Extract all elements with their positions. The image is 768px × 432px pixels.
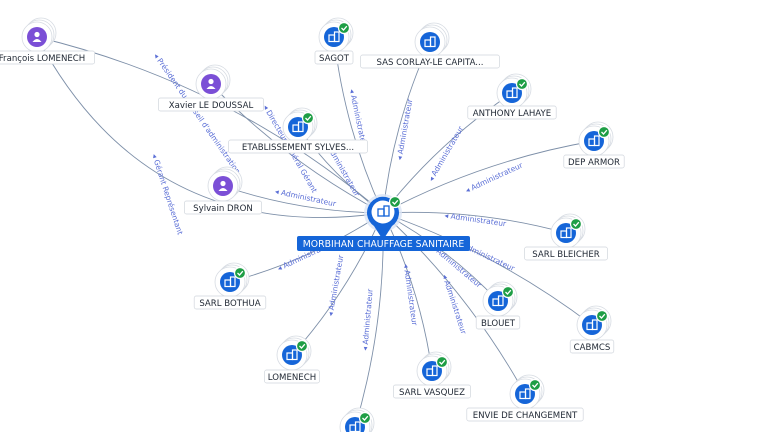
edge-label: ◂ Administrateur: [444, 211, 508, 229]
building-icon: [377, 205, 390, 217]
building-icon: [586, 319, 598, 331]
company-node[interactable]: ETABLISSEMENT SYLVES...: [228, 107, 368, 154]
company-node[interactable]: ENVIE DE CHANGEMENT: [466, 374, 584, 422]
center-node-label: MORBIHAN CHAUFFAGE SANITAIRE: [303, 239, 465, 250]
person-icon: [218, 180, 228, 191]
company-node[interactable]: DEP ARMOR: [563, 121, 625, 169]
relationship-edge: [382, 212, 433, 372]
building-icon: [292, 121, 304, 133]
node-label: ENVIE DE CHANGEMENT: [473, 411, 578, 421]
verified-check-icon: [295, 339, 309, 353]
node-label: SAS CORLAY-LE CAPITA...: [377, 58, 484, 68]
company-node[interactable]: SAS CORLAY-LE CAPITA...: [360, 22, 500, 69]
building-icon: [286, 349, 298, 361]
person-icon: [32, 31, 42, 42]
verified-check-icon: [515, 77, 529, 91]
person-node[interactable]: Xavier LE DOUSSAL: [158, 64, 264, 112]
company-node[interactable]: BLOUET: [475, 281, 521, 330]
relationship-edge: [36, 36, 384, 218]
building-icon: [506, 87, 518, 99]
node-label: BLOUET: [481, 319, 516, 329]
person-node[interactable]: François LOMENECH: [0, 17, 95, 65]
building-icon: [560, 227, 572, 239]
node-label: ETABLISSEMENT SYLVES...: [242, 143, 354, 153]
verified-check-icon: [597, 125, 611, 139]
person-icon: [206, 78, 216, 89]
node-label: François LOMENECH: [0, 54, 85, 64]
verified-check-icon: [337, 21, 351, 35]
company-node[interactable]: [339, 407, 375, 432]
company-node[interactable]: CABMCS: [569, 305, 615, 354]
node-label: CABMCS: [574, 343, 611, 353]
verified-check-icon: [501, 285, 515, 299]
edge-label: ◂ Administrateur: [402, 263, 420, 327]
company-node[interactable]: SARL VASQUEZ: [393, 351, 471, 399]
building-icon: [424, 36, 436, 48]
edge-label: ◂ Administrateur: [326, 253, 346, 317]
edge-label: ◂ Administrateur: [441, 273, 469, 336]
relationship-edge: [382, 212, 593, 326]
edge-label: ◂ Administrateur: [360, 288, 374, 352]
relationship-edge: [382, 211, 567, 234]
edge-label: ◂ Gérant Représentant: [150, 153, 185, 236]
node-label: SARL VASQUEZ: [399, 388, 465, 398]
verified-check-icon: [595, 309, 609, 323]
building-icon: [492, 295, 504, 307]
edge-label: ◂ Administrateur: [395, 97, 415, 161]
edge-label: ◂ Administrateur: [274, 187, 337, 209]
node-label: SARL BLEICHER: [532, 250, 600, 260]
node-label: SARL BOTHUA: [199, 299, 260, 309]
verified-check-icon: [388, 195, 402, 209]
building-icon: [519, 388, 531, 400]
verified-check-icon: [528, 378, 542, 392]
company-node[interactable]: SAGOT: [314, 17, 354, 65]
relationship-edge: [382, 212, 526, 395]
node-label: LOMENECH: [268, 373, 316, 383]
nodes-layer: François LOMENECH Xavier LE DOUSSAL Sylvai…: [0, 17, 625, 432]
company-node[interactable]: ANTHONY LAHAYE: [467, 73, 557, 120]
node-label: Xavier LE DOUSSAL: [169, 101, 254, 111]
person-node[interactable]: Sylvain DRON: [184, 166, 262, 215]
verified-check-icon: [569, 217, 583, 231]
center-node[interactable]: MORBIHAN CHAUFFAGE SANITAIRE: [297, 194, 470, 251]
relationship-edge: [229, 212, 384, 283]
company-node[interactable]: LOMENECH: [264, 335, 320, 384]
building-icon: [328, 31, 340, 43]
verified-check-icon: [435, 355, 449, 369]
verified-check-icon: [301, 111, 315, 125]
node-label: ANTHONY LAHAYE: [473, 109, 551, 119]
relationship-edge: [382, 140, 595, 214]
node-label: DEP ARMOR: [568, 158, 620, 168]
node-label: SAGOT: [319, 54, 350, 64]
company-node[interactable]: SARL BLEICHER: [524, 213, 608, 261]
company-node[interactable]: SARL BOTHUA: [193, 262, 267, 310]
edge-label: ◂ Président du conseil d'administration: [152, 51, 243, 175]
verified-check-icon: [233, 266, 247, 280]
building-icon: [588, 135, 600, 147]
building-icon: [224, 276, 236, 288]
edge-label: ◂ Administrateur: [426, 124, 465, 183]
node-label: Sylvain DRON: [193, 204, 253, 214]
verified-check-icon: [358, 411, 372, 425]
building-icon: [426, 365, 438, 377]
